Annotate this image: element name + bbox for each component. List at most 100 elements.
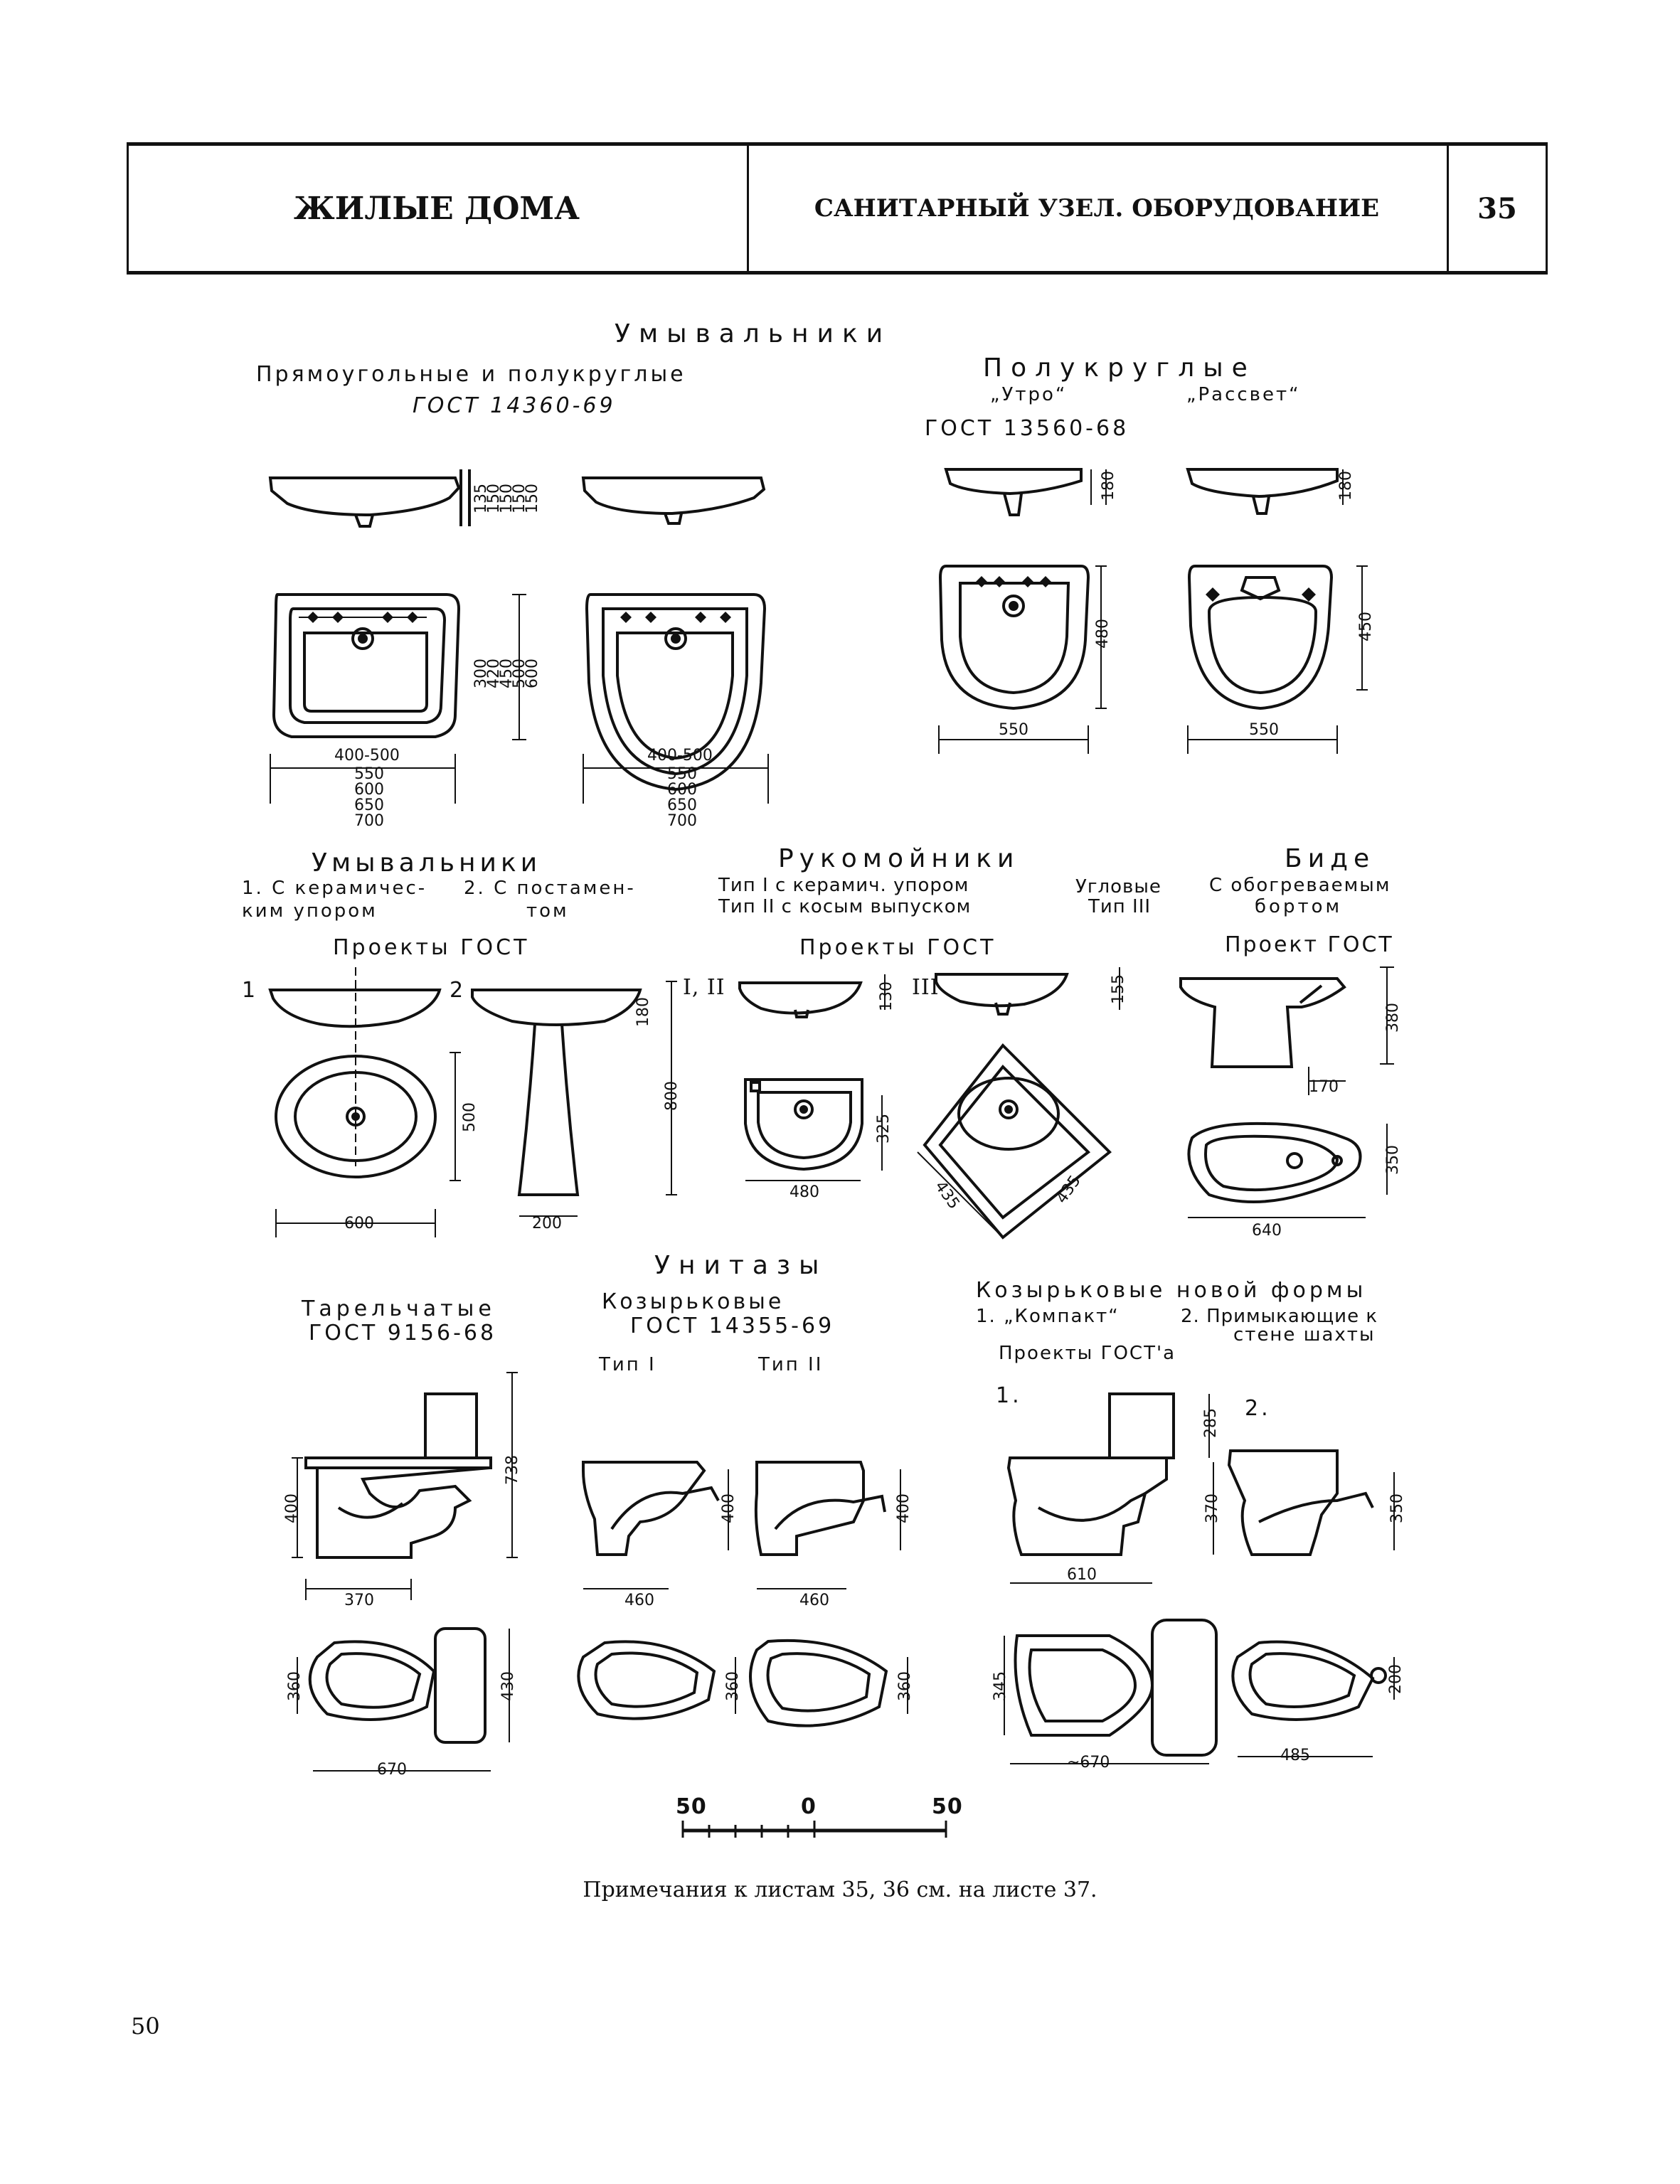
scale-right: 50	[932, 1794, 963, 1819]
toilet-visor-type1-side	[582, 1461, 720, 1556]
toilets-compact: 1. „Компакт“	[976, 1306, 1120, 1327]
dim-plate-plan-tank: 430	[499, 1671, 517, 1701]
scale-bar	[681, 1821, 947, 1838]
dim-corner-height: 155	[1110, 974, 1127, 1004]
dim-bidet-width: 640	[1252, 1222, 1282, 1240]
dimension-lines-row2	[275, 966, 1394, 1239]
dim-width-3: 600	[354, 781, 384, 799]
rassvet-label: „Рассвет“	[1186, 384, 1301, 405]
dim-width-5: 700	[354, 812, 384, 830]
variant-1: 1	[242, 978, 259, 1003]
toilet-variant-2: 2.	[1245, 1396, 1271, 1421]
toilets-projects: Проекты ГОСТ'а	[999, 1343, 1176, 1364]
dim-bidet-offset: 170	[1309, 1078, 1339, 1096]
dim-width-semi-5: 700	[667, 812, 697, 830]
bidet-side	[1179, 977, 1346, 1068]
dim-visor2-plan-depth: 360	[896, 1671, 914, 1701]
bidet-subtitle-1: С обогреваемым	[1209, 875, 1391, 896]
dim-visor2-width: 460	[799, 1592, 829, 1609]
dimension-lines-semi	[938, 469, 1368, 754]
washbasin-ceramic-plan	[275, 1055, 437, 1178]
dim-width-semi-4: 650	[667, 797, 697, 814]
hand-washbasins-title: Рукомойники	[778, 844, 1020, 873]
footnote: Примечания к листам 35, 36 см. на листе …	[583, 1877, 1097, 1902]
dim-plate-width: 370	[344, 1592, 374, 1609]
dim-visor1-width: 460	[624, 1592, 654, 1609]
rect-washbasins-title: Прямоугольные и полукруглые	[256, 362, 686, 387]
scale-left: 50	[676, 1794, 707, 1819]
dim-hand-width: 480	[790, 1183, 819, 1201]
header-divider	[127, 146, 129, 271]
hand-type-1: Тип I с керамич. упором	[718, 875, 969, 896]
type-1-2-marker: I, II	[683, 975, 725, 1000]
hand-washbasin-side	[738, 981, 863, 1018]
dim-adjoin-plan-depth: 200	[1387, 1664, 1405, 1694]
toilets-title: Унитазы	[654, 1251, 828, 1280]
toilets-visor-title: Козырьковые	[602, 1289, 785, 1314]
dim-pedestal-height: 800	[663, 1081, 681, 1111]
corner-washbasin-side	[935, 973, 1069, 1016]
header-divider	[1546, 146, 1548, 271]
bidet-plan	[1187, 1122, 1362, 1203]
dim-utro-height: 180	[1100, 471, 1117, 501]
dim-plate-plan-depth: 360	[286, 1671, 304, 1701]
bidet-project: Проект ГОСТ	[1225, 932, 1394, 957]
corner-label: Угловые	[1075, 876, 1161, 897]
washbasin-option-1: 1. С керамичес-	[242, 878, 427, 899]
dim-width-semi-3: 600	[667, 781, 697, 799]
dimension-lines-row1	[270, 594, 769, 804]
page-number: 50	[131, 2013, 160, 2040]
washbasin-rassvet-plan	[1187, 565, 1334, 710]
washbasin-utro-side	[944, 468, 1092, 516]
dim-adjoin-plan-width: 485	[1280, 1747, 1310, 1764]
dim-utro-width: 550	[999, 721, 1028, 739]
rect-washbasins-gost: ГОСТ 14360-69	[413, 393, 616, 418]
header-divider	[747, 146, 749, 271]
dim-rassvet-width: 550	[1249, 721, 1279, 739]
header-section-title: ЖИЛЫЕ ДОМА	[294, 190, 580, 227]
dim-hand-height: 130	[878, 981, 895, 1011]
hand-type-2: Тип II с косым выпуском	[718, 896, 972, 917]
dim-compact-width: 610	[1067, 1566, 1097, 1584]
toilets-type2: Тип II	[758, 1354, 824, 1375]
washbasin-pedestal-side	[471, 989, 642, 1196]
bidet-subtitle-2: бортом	[1255, 896, 1343, 917]
washbasin-rassvet-side	[1186, 468, 1339, 515]
toilets-type1: Тип I	[599, 1354, 656, 1375]
toilet-adjoin-plan	[1231, 1640, 1387, 1721]
dim-wash-depth: 500	[461, 1102, 479, 1132]
header-topic: САНИТАРНЫЙ УЗЕЛ. ОБОРУДОВАНИЕ	[814, 194, 1380, 223]
dim-pedestal-width: 200	[532, 1215, 562, 1232]
dim-width-2: 550	[354, 765, 384, 783]
corner-type: Тип III	[1088, 896, 1152, 917]
dim-visor2-height: 400	[895, 1493, 913, 1523]
washbasin-utro-plan	[938, 565, 1090, 710]
toilet-visor-type1-plan	[577, 1640, 716, 1720]
variant-2: 2	[450, 978, 467, 1003]
washbasin-option-1b: ким упором	[242, 900, 378, 922]
toilet-compact-side	[1006, 1392, 1175, 1556]
dim-plate-plan-width: 670	[377, 1761, 407, 1779]
header-divider	[1447, 146, 1449, 271]
hand-projects: Проекты ГОСТ	[799, 935, 996, 960]
dim-height-5: 150	[523, 484, 541, 513]
toilet-adjoin-side	[1227, 1449, 1374, 1556]
dim-rassvet-depth: 450	[1357, 612, 1375, 641]
dim-rassvet-height: 180	[1337, 471, 1355, 501]
dim-utro-depth: 480	[1094, 619, 1112, 649]
toilets-plate-title: Тарельчатые	[302, 1296, 496, 1321]
dimension-lines-toilets	[292, 1372, 1395, 1772]
dim-visor1-plan-depth: 360	[724, 1671, 742, 1701]
dim-width-semi-1: 400-500	[647, 747, 713, 765]
washbasins-title: Умывальники	[615, 319, 892, 348]
washbasin-option-2: 2. С постамен-	[464, 878, 636, 899]
dim-hand-depth: 325	[875, 1114, 893, 1144]
washbasin-rect-plan	[272, 593, 461, 738]
toilets-visor-gost: ГОСТ 14355-69	[630, 1314, 835, 1338]
type-3-marker: III	[912, 975, 940, 1000]
dim-plate-total: 738	[504, 1455, 521, 1485]
washbasin-rect-side-view	[268, 469, 471, 528]
dim-compact-plan-depth: 345	[991, 1671, 1009, 1701]
row2-washbasins-title: Умывальники	[312, 848, 542, 878]
